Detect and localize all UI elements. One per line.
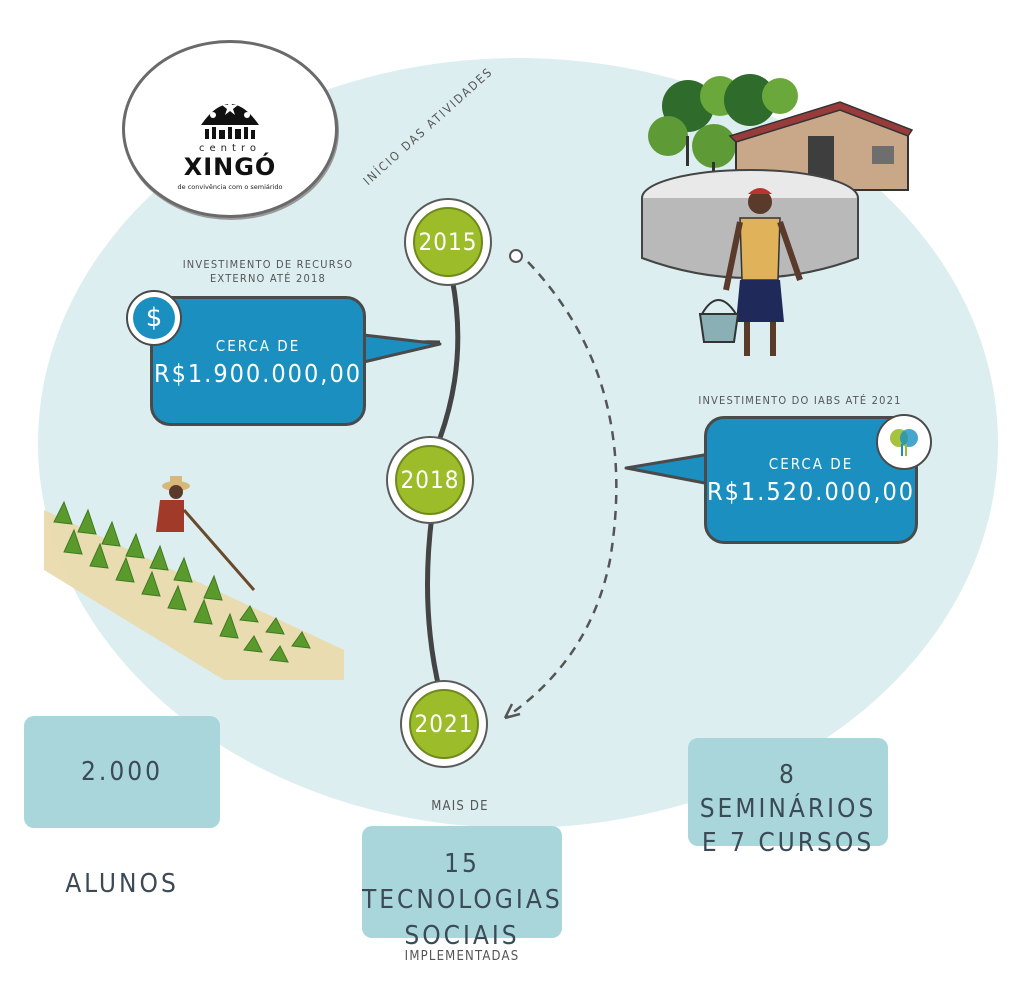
external-investment-bubble: CERCA DE R$1.900.000,00 <box>150 296 366 426</box>
logo-subtitle: de convivência com o semiárido <box>177 183 283 191</box>
external-caption-line2: EXTERNO ATÉ 2018 <box>209 272 327 285</box>
year-2018: 2018 <box>386 436 474 524</box>
technologies-line1: 15 TECNOLOGIAS <box>362 849 563 915</box>
dollar-icon: $ <box>126 290 182 346</box>
centro-xingo-logo: centro XINGÓ de convivência com o semiár… <box>122 40 338 218</box>
external-investment-caption: INVESTIMENTO DE RECURSO EXTERNO ATÉ 2018 <box>168 258 368 286</box>
logo-emblem-icon <box>201 99 259 139</box>
year-2018-label: 2018 <box>395 445 465 515</box>
external-prefix: CERCA DE <box>215 337 301 355</box>
dashed-arrow-start-icon <box>509 249 523 263</box>
seminars-stat: 8 SEMINÁRIOS E 7 CURSOS <box>688 738 888 858</box>
woman-figure-icon <box>698 188 803 356</box>
year-2015: 2015 <box>404 198 492 286</box>
farmer-figure-icon <box>156 476 256 591</box>
crop-rows-icon <box>53 500 311 663</box>
tech-caption-bottom: IMPLEMENTADAS <box>404 949 520 964</box>
technologies-line2: SOCIAIS <box>404 921 520 951</box>
year-2015-label: 2015 <box>413 207 483 277</box>
iabs-amount: R$1.520.000,00 <box>707 477 916 506</box>
external-amount: R$1.900.000,00 <box>153 359 363 388</box>
bubble-tail-right <box>624 452 712 486</box>
external-caption-line1: INVESTIMENTO DE RECURSO <box>182 258 354 271</box>
year-2021: 2021 <box>400 680 488 768</box>
seminars-line1: 8 SEMINÁRIOS <box>699 760 877 824</box>
dashed-arrow <box>504 261 618 720</box>
seminars-line2: E 7 CURSOS <box>701 828 875 858</box>
students-stat: 2.000 ALUNOS <box>24 716 220 899</box>
timeline-segment-1 <box>437 275 461 441</box>
logo-small-text: centro <box>199 143 261 154</box>
dashed-arrow-head-icon <box>503 703 521 720</box>
iabs-logo-icon <box>876 414 932 470</box>
logo-title: XINGÓ <box>183 153 277 181</box>
year-2021-label: 2021 <box>409 689 479 759</box>
house-cistern-illustration <box>641 74 914 356</box>
farmer-crops-illustration <box>44 476 344 680</box>
tech-caption-top: MAIS DE <box>431 799 489 814</box>
bubble-tail-left <box>355 332 442 366</box>
technologies-stat: 15 TECNOLOGIAS SOCIAIS <box>362 826 563 951</box>
iabs-prefix: CERCA DE <box>768 455 854 473</box>
iabs-investment-caption: INVESTIMENTO DO IABS ATÉ 2021 <box>698 394 902 407</box>
timeline-segment-2 <box>425 512 443 695</box>
